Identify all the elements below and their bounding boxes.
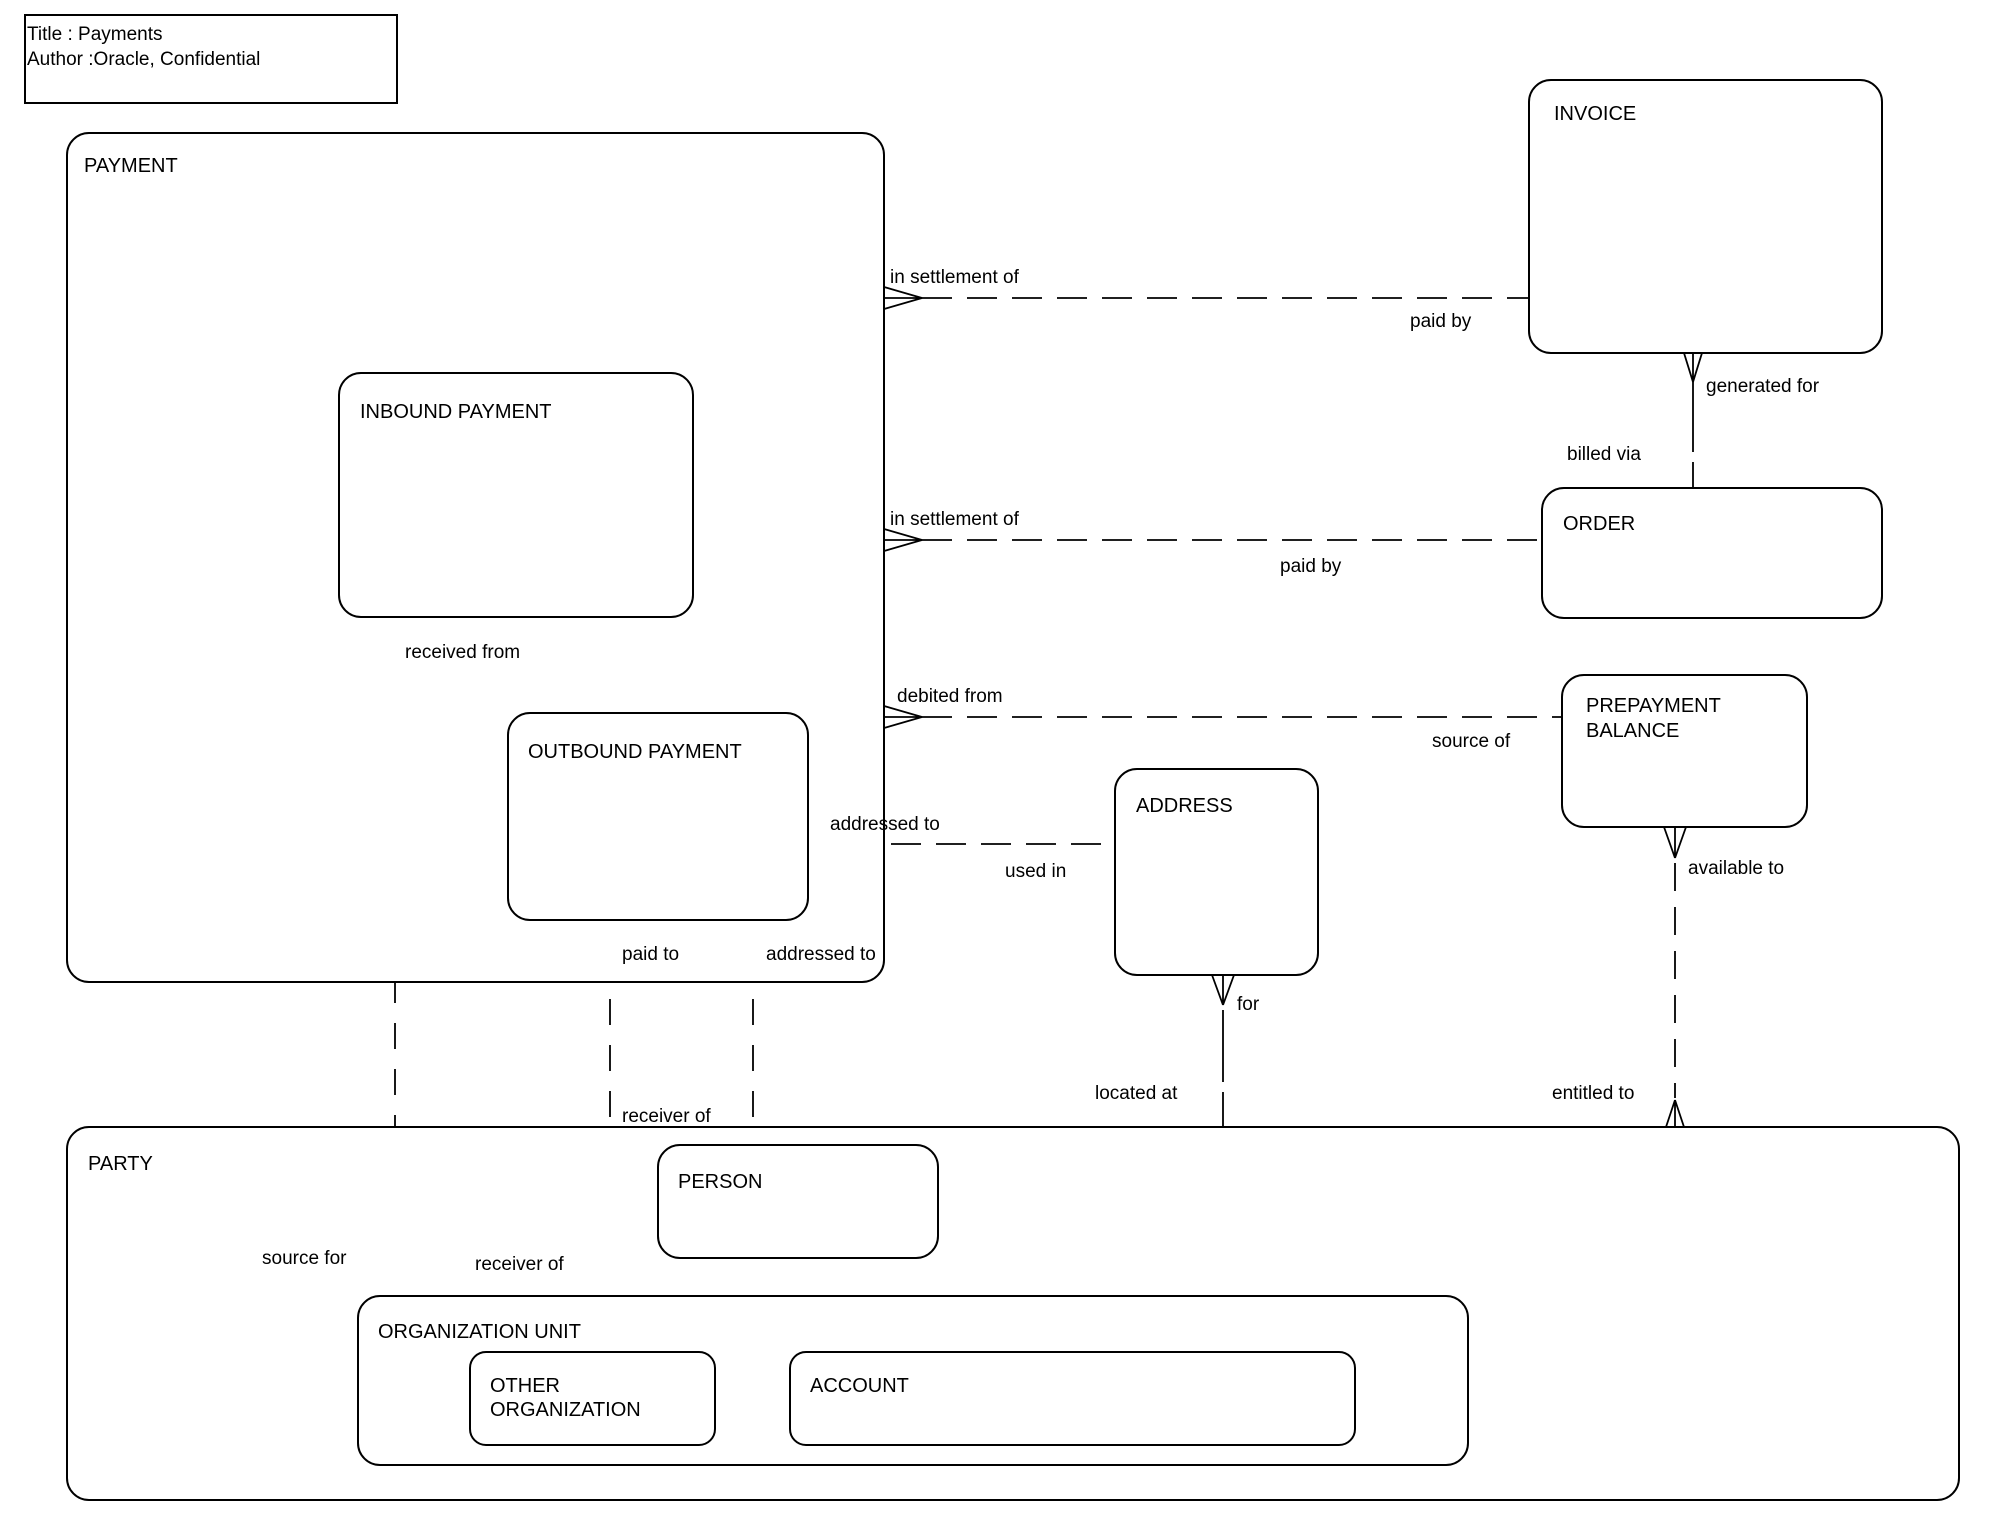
- entity-frame: [1528, 79, 1883, 354]
- entity-label: OUTBOUND PAYMENT: [528, 741, 742, 763]
- relationship-prepayment-party: [1663, 826, 1687, 1128]
- relationship-label-generated-for: generated for: [1706, 376, 1820, 397]
- entity-frame: [469, 1351, 716, 1446]
- entity-label: OTHER: [490, 1375, 560, 1397]
- entity-frame: [1114, 768, 1319, 976]
- entity-frame: [1561, 674, 1808, 828]
- entity-invoice: INVOICE: [1528, 79, 1883, 354]
- entity-frame: [1541, 487, 1883, 619]
- relationship-invoice-order: [1683, 352, 1703, 488]
- crow-foot-icon: [1663, 826, 1687, 859]
- crow-foot-icon: [883, 705, 923, 729]
- relationship-payment-invoice: [883, 286, 1529, 310]
- relationship-address-party: [1211, 974, 1235, 1127]
- entity-label: PAYMENT: [84, 155, 178, 177]
- entity-address: ADDRESS: [1114, 768, 1319, 976]
- relationship-payment-order: [883, 528, 1542, 552]
- entity-other-organization: OTHER ORGANIZATION: [469, 1351, 716, 1446]
- relationship-label-paid-by-order: paid by: [1280, 556, 1342, 577]
- title-box: Title : Payments Author :Oracle, Confide…: [24, 14, 398, 104]
- entity-frame: [338, 372, 694, 618]
- relationship-label-entitled-to: entitled to: [1552, 1083, 1634, 1104]
- relationship-label-source-of: source of: [1432, 731, 1511, 752]
- relationship-label-paid-to: paid to: [622, 944, 679, 965]
- crow-foot-icon: [883, 286, 923, 310]
- relationship-label-paid-by-invoice: paid by: [1410, 311, 1472, 332]
- entity-label: ADDRESS: [1136, 795, 1233, 817]
- relationship-label-source-for: source for: [262, 1248, 347, 1269]
- relationship-label-located-at: located at: [1095, 1083, 1178, 1104]
- relationship-label-addressed-to-address: addressed to: [830, 814, 940, 835]
- relationship-label-debited-from: debited from: [897, 686, 1003, 707]
- crow-foot-icon: [883, 528, 923, 552]
- entity-order: ORDER: [1541, 487, 1883, 619]
- relationship-payment-prepayment: [883, 705, 1562, 729]
- crow-foot-icon: [1683, 352, 1703, 383]
- crow-foot-icon: [1211, 974, 1235, 1006]
- diagram-author: Author :Oracle, Confidential: [27, 49, 260, 70]
- entity-label: ORGANIZATION UNIT: [378, 1321, 581, 1343]
- entity-label: PERSON: [678, 1171, 762, 1193]
- relationship-label-available-to: available to: [1688, 858, 1784, 879]
- relationship-label-billed-via: billed via: [1567, 444, 1641, 465]
- title-box-frame: [24, 14, 398, 104]
- entity-prepayment-balance: PREPAYMENT BALANCE: [1561, 674, 1808, 828]
- entity-outbound-payment: OUTBOUND PAYMENT: [507, 712, 809, 921]
- entity-label: INVOICE: [1554, 103, 1636, 125]
- entity-inbound-payment: INBOUND PAYMENT: [338, 372, 694, 618]
- entity-label: INBOUND PAYMENT: [360, 401, 552, 423]
- entity-person: PERSON: [657, 1144, 939, 1259]
- entity-label: ACCOUNT: [810, 1375, 909, 1397]
- relationship-label-receiver-of-org: receiver of: [475, 1254, 564, 1275]
- entity-label: PREPAYMENT: [1586, 695, 1721, 717]
- entity-frame: [507, 712, 809, 921]
- entity-label: ORGANIZATION: [490, 1399, 641, 1421]
- entity-frame: [657, 1144, 939, 1259]
- relationship-label-receiver-of-person: receiver of: [622, 1106, 711, 1127]
- entity-label: BALANCE: [1586, 720, 1679, 742]
- relationship-label-for: for: [1237, 994, 1260, 1015]
- entity-label: PARTY: [88, 1153, 153, 1175]
- relationship-label-addressed-to-person: addressed to: [766, 944, 876, 965]
- relationship-label-in-settlement-of-order: in settlement of: [890, 509, 1020, 530]
- entity-label: ORDER: [1563, 513, 1635, 535]
- entity-frame: [789, 1351, 1356, 1446]
- relationship-label-in-settlement-of-invoice: in settlement of: [890, 267, 1020, 288]
- diagram-title: Title : Payments: [27, 24, 163, 45]
- crow-foot-icon: [1665, 1099, 1685, 1128]
- relationship-label-received-from: received from: [405, 642, 520, 663]
- entity-account: ACCOUNT: [789, 1351, 1356, 1446]
- relationship-label-used-in: used in: [1005, 861, 1066, 882]
